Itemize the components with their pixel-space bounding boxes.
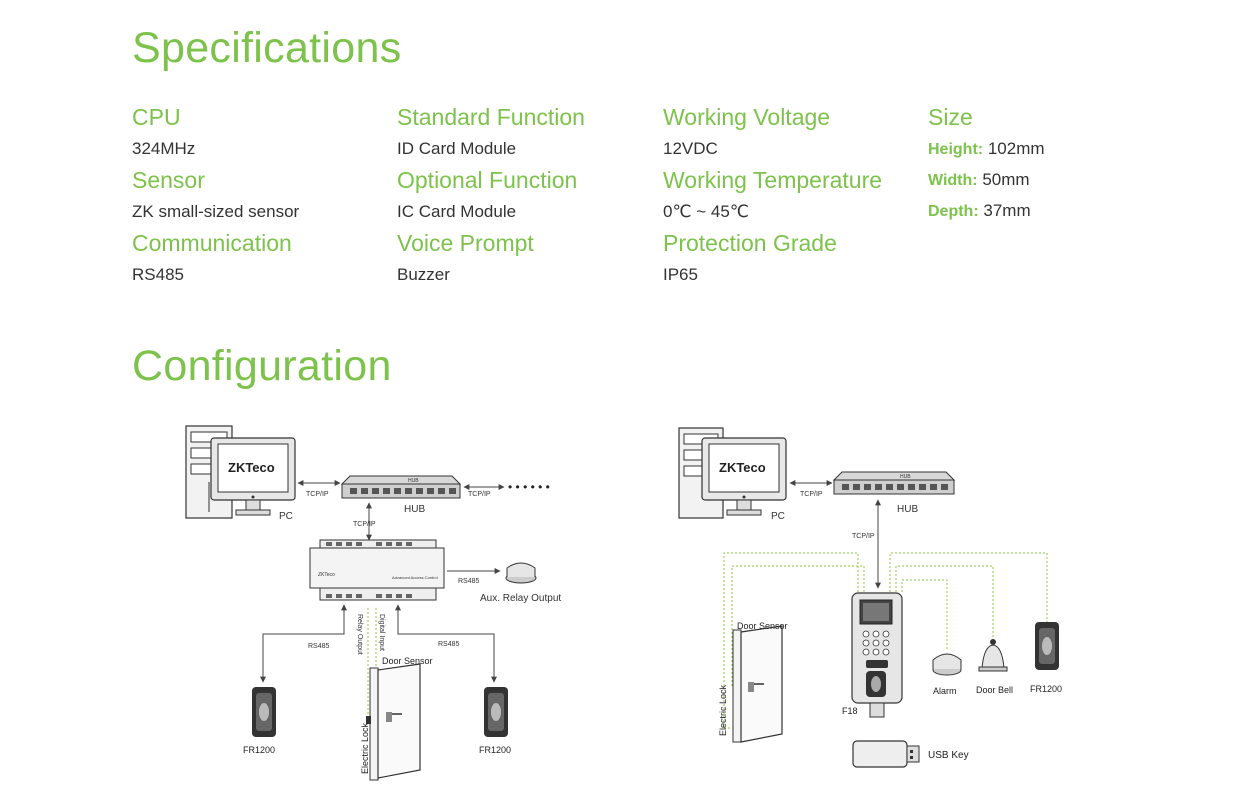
fr1200-reader-icon: [1035, 622, 1059, 670]
usb-key-label: USB Key: [928, 750, 969, 761]
spec-value: 12VDC: [663, 139, 718, 158]
spec-item-sensor: Sensor ZK small-sized sensor: [132, 165, 382, 228]
rs485-label: RS485: [438, 641, 460, 648]
spec-label: Optional Function: [397, 167, 578, 193]
rs485-label: RS485: [308, 643, 330, 650]
configuration-diagram: ZKTeco PC TCP/IP HUB HUB TCP/IP • • •: [185, 425, 1062, 781]
size-key: Height:: [928, 141, 984, 158]
fr1200-reader-icon: [252, 687, 276, 737]
spec-column-2: Standard Function ID Card Module Optiona…: [397, 102, 647, 291]
alarm-icon: [932, 653, 962, 676]
door-bell-label: Door Bell: [976, 685, 1013, 695]
size-height: Height: 102mm: [928, 134, 1178, 165]
spec-label: Working Voltage: [663, 104, 831, 130]
right-diagram: ZKTeco PC TCP/IP HUB HUB TCP/IP: [678, 427, 1062, 768]
tcpip-label: TCP/IP: [353, 521, 376, 528]
hub-label: HUB: [897, 504, 918, 515]
reader-label: FR1200: [243, 745, 275, 755]
spec-value: RS485: [132, 265, 184, 284]
usb-key-icon: [852, 740, 920, 768]
spec-value: 0℃ ~ 45℃: [663, 202, 749, 221]
more-dots: • • • • • •: [508, 480, 550, 494]
fr1200-reader-icon: [484, 687, 508, 737]
rs485-label: RS485: [458, 578, 480, 585]
aux-relay-icon: [505, 562, 537, 584]
spec-label: Standard Function: [397, 104, 585, 130]
left-diagram: ZKTeco PC TCP/IP HUB HUB TCP/IP • • •: [185, 425, 561, 781]
spec-column-1: CPU 324MHz Sensor ZK small-sized sensor …: [132, 102, 382, 291]
spec-item-voice-prompt: Voice Prompt Buzzer: [397, 228, 647, 291]
monitor-brand: ZKTeco: [228, 460, 275, 475]
spec-column-3: Working Voltage 12VDC Working Temperatur…: [663, 102, 913, 291]
digital-input-label: Digital Input: [378, 614, 385, 651]
configuration-title: Configuration: [132, 342, 392, 390]
tcpip-label: TCP/IP: [852, 533, 875, 540]
tcpip-label: TCP/IP: [800, 491, 823, 498]
pc-tower-icon: [678, 427, 724, 519]
door-sensor-label: Door Sensor: [382, 656, 433, 666]
alarm-label: Alarm: [933, 686, 957, 696]
panel-name: Advanced Access Control: [392, 575, 438, 580]
spec-item-communication: Communication RS485: [132, 228, 382, 291]
tcpip-label: TCP/IP: [468, 491, 491, 498]
size-width: Width: 50mm: [928, 165, 1178, 196]
spec-label: Working Temperature: [663, 167, 883, 193]
hub-tag: HUB: [900, 474, 911, 480]
monitor-brand: ZKTeco: [719, 460, 766, 475]
door-icon: [732, 625, 783, 743]
specifications-title: Specifications: [132, 24, 402, 72]
hub-tag: HUB: [408, 478, 419, 484]
size-key: Width:: [928, 172, 978, 189]
hub-icon: HUB: [340, 475, 462, 499]
spec-item-optional-function: Optional Function IC Card Module: [397, 165, 647, 228]
door-icon: [366, 663, 421, 781]
panel-brand: ZKTeco: [318, 572, 335, 578]
pc-label: PC: [279, 511, 293, 522]
access-control-panel-icon: ZKTeco Advanced Access Control: [309, 539, 445, 601]
spec-value: IP65: [663, 265, 698, 284]
reader-label: FR1200: [1030, 684, 1062, 694]
spec-label: Sensor: [132, 167, 205, 193]
size-value: 102mm: [987, 139, 1045, 158]
spec-item-standard-function: Standard Function ID Card Module: [397, 102, 647, 165]
door-bell-icon: [978, 639, 1008, 672]
device-label: F18: [842, 706, 858, 716]
spec-value: ID Card Module: [397, 139, 517, 158]
aux-label: Aux. Relay Output: [480, 593, 561, 604]
spec-label: CPU: [132, 104, 181, 130]
spec-value: 324MHz: [132, 139, 196, 158]
size-depth: Depth: 37mm: [928, 196, 1178, 227]
spec-column-size: Size Height: 102mm Width: 50mm Depth: 37…: [928, 102, 1178, 227]
spec-item-protection-grade: Protection Grade IP65: [663, 228, 913, 291]
door-sensor-label: Door Sensor: [737, 621, 788, 631]
relay-output-label: Relay Output: [356, 614, 363, 655]
size-value: 50mm: [982, 170, 1030, 189]
hub-icon: HUB: [832, 471, 956, 495]
hub-label: HUB: [404, 504, 425, 515]
spec-item-cpu: CPU 324MHz: [132, 102, 382, 165]
electric-lock-label: Electric Lock: [718, 684, 728, 736]
pc-monitor-icon: ZKTeco: [701, 437, 787, 516]
electric-lock-label: Electric Lock: [360, 722, 370, 774]
pc-monitor-icon: ZKTeco: [210, 437, 296, 516]
spec-label: Voice Prompt: [397, 230, 534, 256]
spec-value: ZK small-sized sensor: [132, 202, 300, 221]
reader-label: FR1200: [479, 745, 511, 755]
spec-item-working-temperature: Working Temperature 0℃ ~ 45℃: [663, 165, 913, 228]
spec-item-working-voltage: Working Voltage 12VDC: [663, 102, 913, 165]
f18-device-icon: [851, 592, 903, 718]
spec-value: Buzzer: [397, 265, 450, 284]
tcpip-label: TCP/IP: [306, 491, 329, 498]
size-label: Size: [928, 104, 973, 130]
size-value: 37mm: [983, 201, 1031, 220]
spec-label: Communication: [132, 230, 292, 256]
size-key: Depth:: [928, 203, 979, 220]
spec-value: IC Card Module: [397, 202, 517, 221]
pc-label: PC: [771, 511, 785, 522]
spec-label: Protection Grade: [663, 230, 837, 256]
